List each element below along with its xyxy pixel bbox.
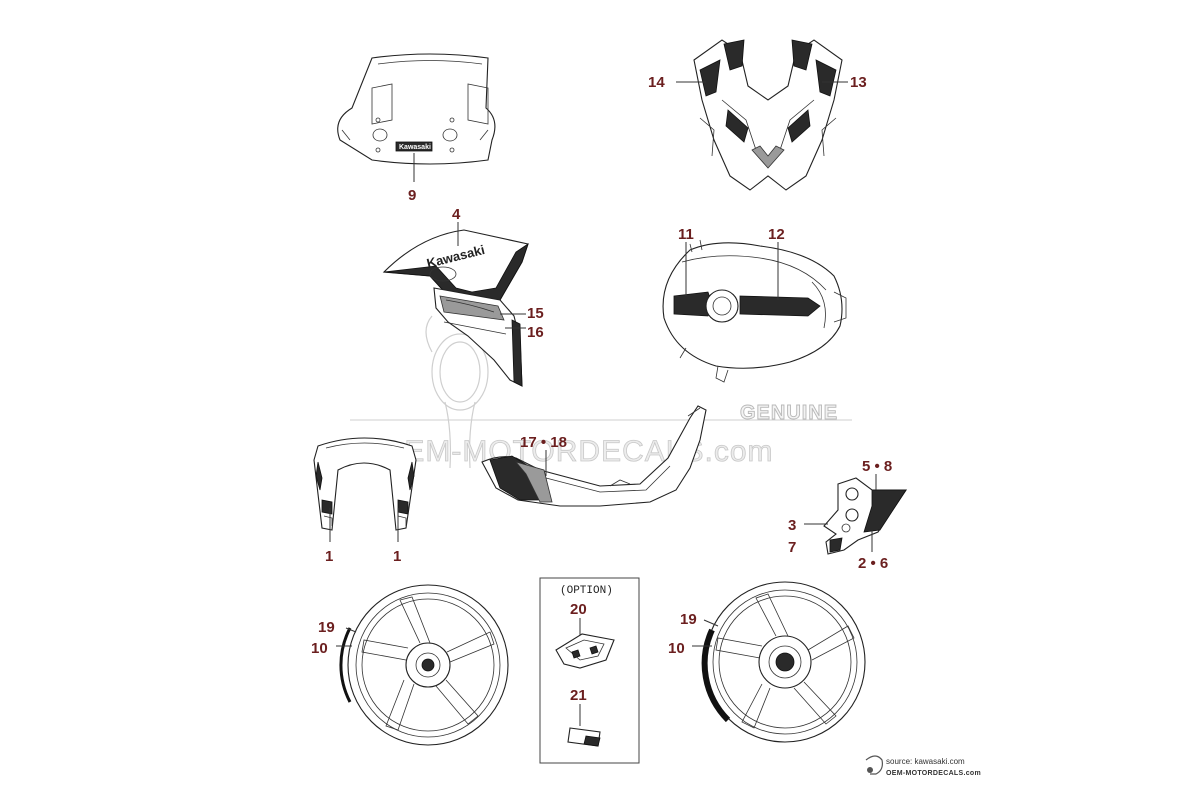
callout-19-right: 19 <box>680 611 697 628</box>
front-fender-part <box>313 437 417 531</box>
callout-14: 14 <box>648 74 665 91</box>
watermark-site: OEM-MOTORDECALS.com <box>380 435 774 468</box>
front-wheel-part <box>339 584 509 746</box>
option-box-title: (OPTION) <box>560 585 613 597</box>
callout-11: 11 <box>678 226 694 243</box>
callout-1-right: 1 <box>393 548 401 565</box>
front-cowl-part <box>693 39 843 191</box>
callout-12: 12 <box>768 226 785 243</box>
callout-1-left: 1 <box>325 548 333 565</box>
callout-7: 7 <box>788 539 796 556</box>
callout-17-18: 17 • 18 <box>520 434 567 451</box>
watermark: GENUINE OEM-MOTORDECALS.com <box>350 315 852 469</box>
tail-cowl-part <box>481 405 707 507</box>
callout-4: 4 <box>452 206 461 223</box>
callout-2-6: 2 • 6 <box>858 555 888 572</box>
watermark-figure <box>425 315 495 469</box>
windscreen-decal-text: Kawasaki <box>399 144 431 151</box>
callout-15: 15 <box>527 305 544 322</box>
leader-19-right <box>703 619 719 627</box>
leader-19-left <box>345 627 357 633</box>
callout-21: 21 <box>570 687 587 704</box>
callout-16: 16 <box>527 324 544 341</box>
callout-10-left: 10 <box>311 640 328 657</box>
callout-19-left: 19 <box>318 619 335 636</box>
watermark-genuine: GENUINE <box>740 402 838 424</box>
side-guard-part <box>823 477 908 555</box>
source-credit: source: kawasaki.com OEM-MOTORDECALS.com <box>865 755 981 777</box>
option-box: (OPTION) 20 21 <box>539 577 640 764</box>
credit-logo-icon <box>865 755 883 775</box>
rear-wheel-part <box>701 581 866 743</box>
callout-13: 13 <box>850 74 867 91</box>
callout-3: 3 <box>788 517 796 534</box>
callout-10-right: 10 <box>668 640 685 657</box>
option-part-20 <box>555 633 615 669</box>
callout-5-8: 5 • 8 <box>862 458 892 475</box>
callout-9: 9 <box>408 187 416 204</box>
credit-brand: OEM-MOTORDECALS.com <box>886 770 981 777</box>
callout-20: 20 <box>570 601 587 618</box>
option-box-frame <box>539 577 640 764</box>
windscreen-part: Kawasaki <box>337 53 496 165</box>
fuel-tank-part <box>662 239 847 383</box>
side-cowl-part: Kawasaki <box>382 229 529 387</box>
option-part-21 <box>567 727 601 747</box>
credit-source: source: kawasaki.com <box>886 757 965 766</box>
